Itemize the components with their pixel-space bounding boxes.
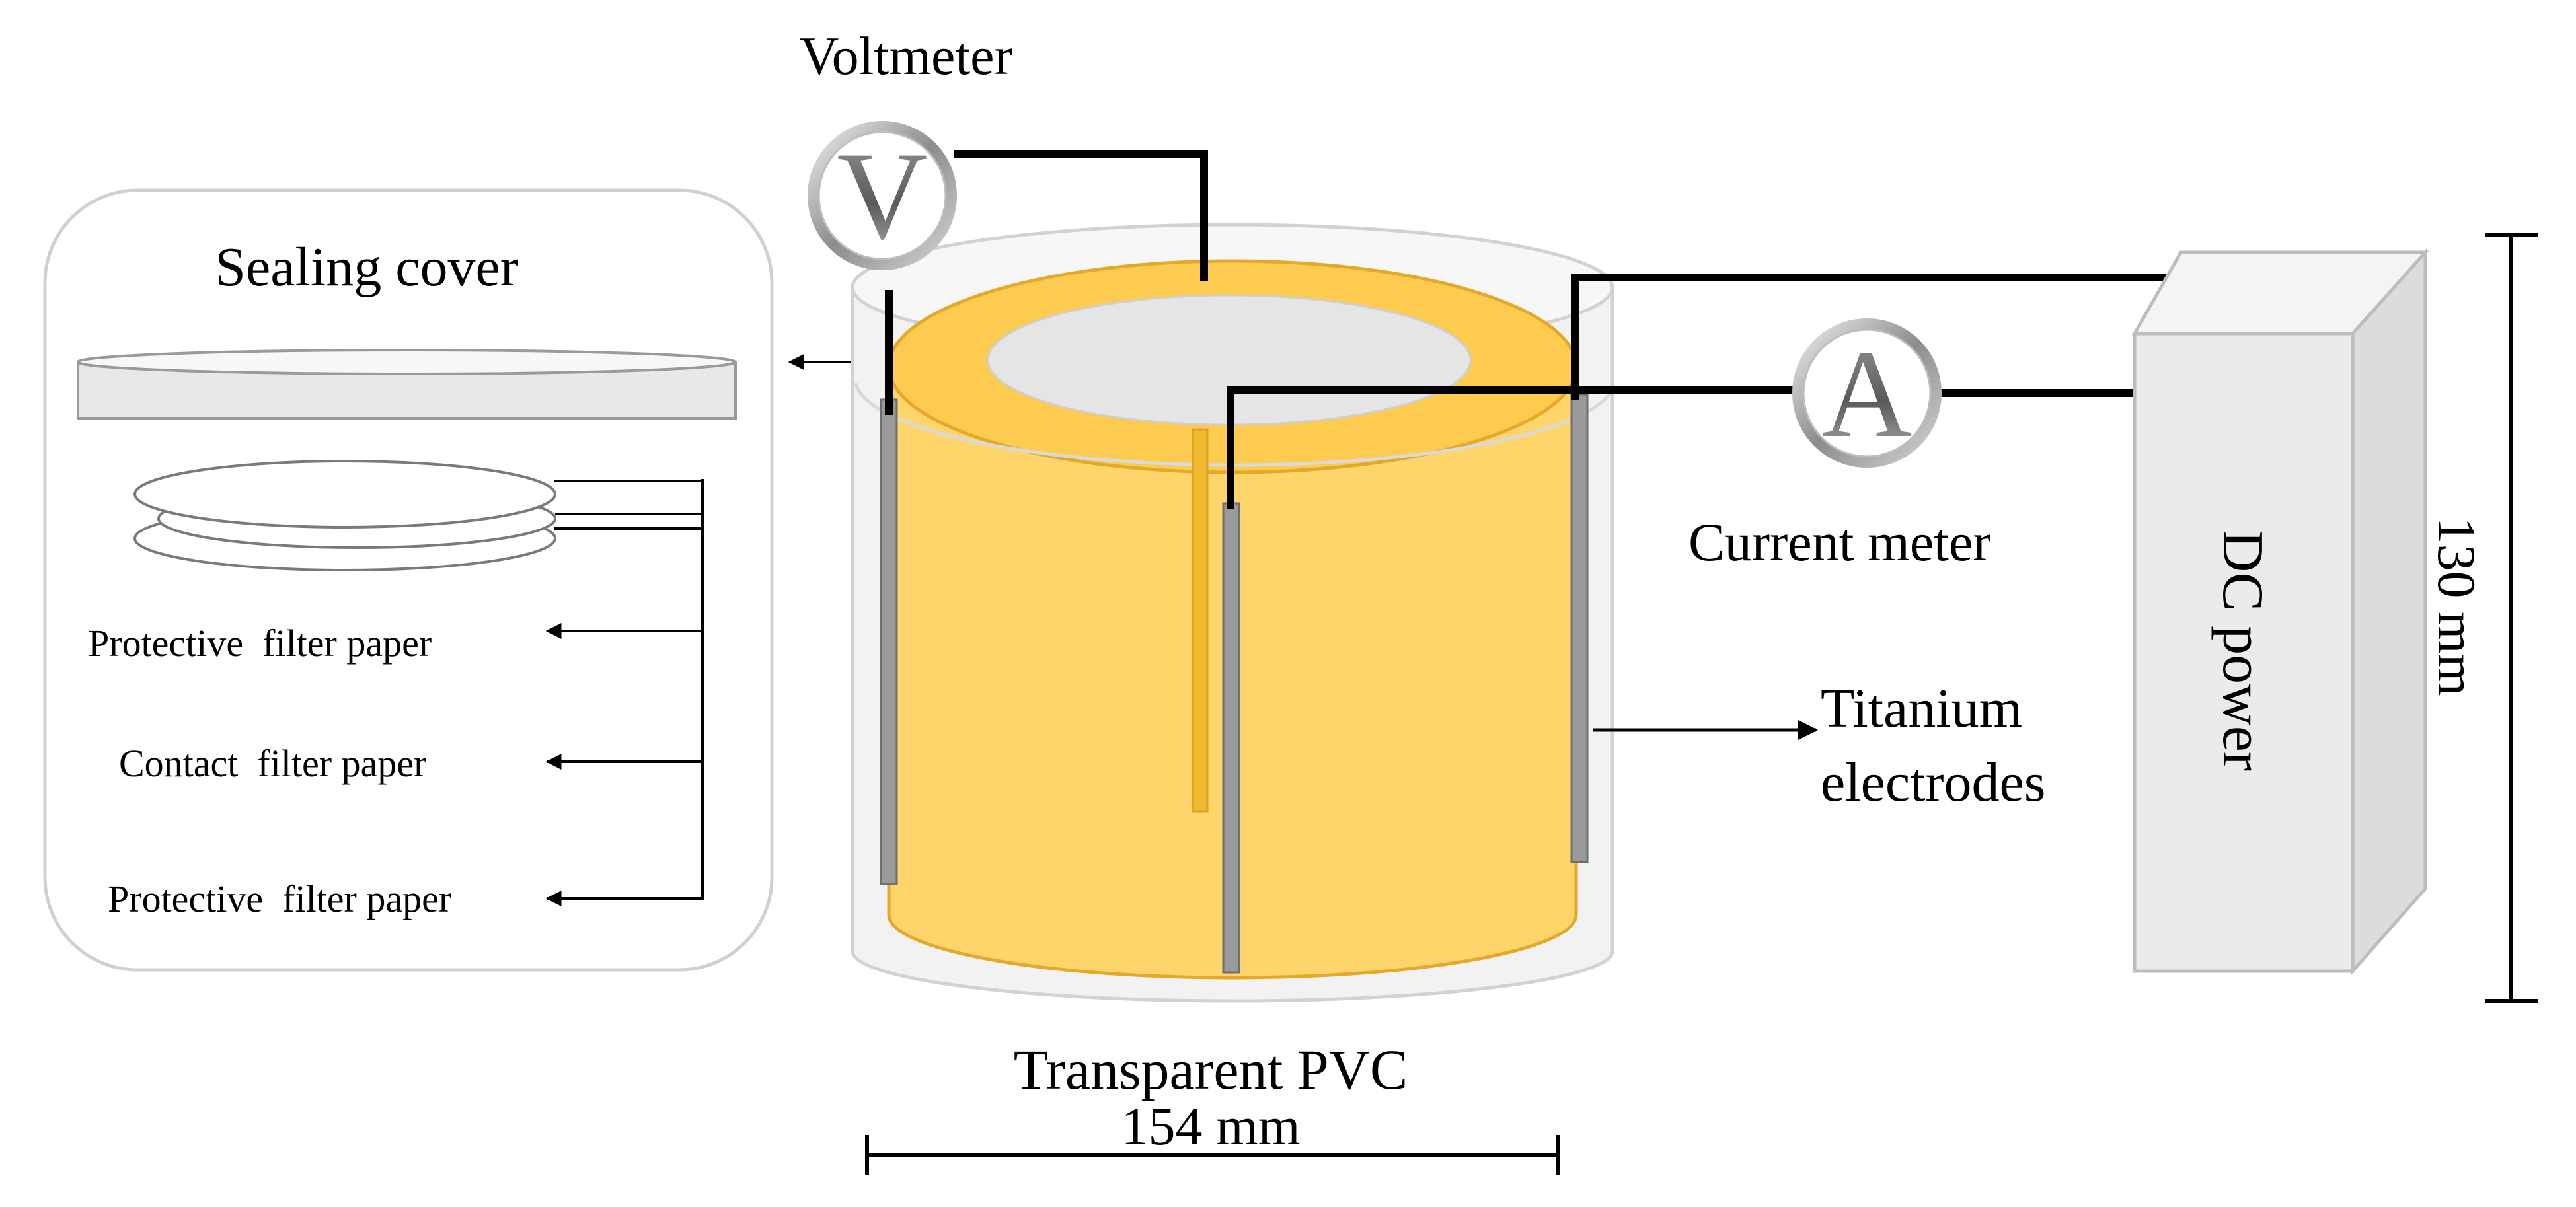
titanium-electrode-right [1570, 393, 1589, 863]
titanium-electrodes-label-line2: electrodes [1821, 752, 2045, 813]
filter-paper-top [133, 460, 556, 529]
ammeter-wire-left [1227, 386, 1796, 509]
titanium-electrode-center [1222, 502, 1240, 974]
wiring [885, 150, 2185, 509]
voltmeter-label: Voltmeter [800, 26, 1012, 86]
voltmeter-symbol: V [837, 127, 927, 266]
titanium-electrode-left [880, 398, 898, 885]
panel-frame [43, 188, 774, 972]
ammeter-symbol: A [1821, 325, 1912, 464]
protective-filter-paper-bottom-label: Protective filter paper [108, 877, 451, 920]
voltage-probe [1192, 428, 1209, 813]
filter-paper-leaders [545, 479, 704, 906]
protective-filter-paper-top-label: Protective filter paper [88, 622, 432, 665]
width-dimension-label: 154 mm [1121, 1096, 1300, 1156]
filter-paper-stack [133, 460, 556, 571]
sealing-cover-label: Sealing cover [215, 237, 519, 298]
width-dimension [865, 1135, 1560, 1175]
sealing-cover-disk [77, 349, 737, 420]
voltmeter-wire-right [954, 150, 1208, 281]
test-cell [851, 223, 1614, 1003]
titanium-electrodes-label-line1: Titanium [1821, 678, 2022, 739]
voltmeter: V [808, 121, 957, 270]
height-dimension-label: 130 mm [2427, 517, 2487, 696]
transparent-pvc-label: Transparent PVC [1014, 1038, 1408, 1101]
sealing-cover-panel: Sealing cover Protective filter paper Co… [43, 188, 774, 972]
contact-filter-paper-label: Contact filter paper [119, 742, 426, 785]
dc-power-wire-top [1571, 274, 2185, 400]
height-dimension [2485, 233, 2538, 1003]
current-meter: A [1792, 318, 1942, 468]
dc-power-supply: DC power [2131, 248, 2429, 976]
current-meter-label: Current meter [1688, 512, 1991, 572]
dc-power-label: DC power [2211, 530, 2275, 771]
